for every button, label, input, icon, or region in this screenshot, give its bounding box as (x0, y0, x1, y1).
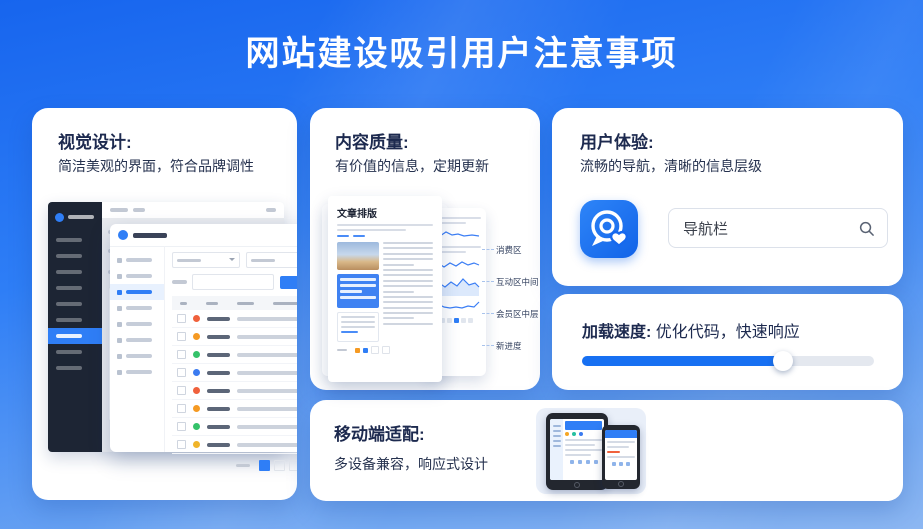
mock-table (172, 310, 297, 454)
ux-desc: 流畅的导航，清晰的信息层级 (580, 158, 762, 174)
mock-sidebar-dark (48, 202, 102, 452)
card-loading-speed: 加载速度: 优化代码，快速响应 (552, 294, 903, 390)
label-connector (482, 345, 494, 346)
slider-fill (582, 356, 784, 366)
app-icon (580, 200, 638, 258)
mock-logo-icon (118, 230, 128, 240)
phone-home-button (618, 481, 624, 487)
label-connector (482, 313, 494, 314)
card-content-quality: 内容质量: 有价值的信息，定期更新 消费区 互动区中间 (310, 108, 540, 390)
mock-logo (48, 210, 102, 224)
doc-text-col (383, 242, 433, 342)
label-connector (482, 281, 494, 282)
phone-screen (605, 430, 637, 480)
content-desc: 有价值的信息，定期更新 (335, 158, 489, 174)
card-visual-design: 视觉设计: 简洁美观的界面，符合品牌调性 (32, 108, 297, 500)
ux-heading: 用户体验: (580, 133, 654, 152)
content-heading: 内容质量: (335, 133, 409, 152)
page-title: 网站建设吸引用户注意事项 (245, 35, 678, 73)
tablet-home-button (574, 482, 580, 488)
chat-bubble-heart-icon (591, 210, 629, 248)
back-sidebar-menu (48, 232, 102, 376)
speed-text: 加载速度: 优化代码，快速响应 (582, 318, 800, 342)
list-thumb (337, 312, 379, 342)
card-user-experience: 用户体验: 流畅的导航，清晰的信息层级 (552, 108, 903, 286)
mock-pager-dots (431, 318, 481, 323)
speed-desc: 优化代码，快速响应 (655, 324, 800, 341)
search-input[interactable] (681, 218, 858, 238)
mock-pagination (172, 460, 297, 471)
chart-label-4: 新进度 (496, 341, 522, 351)
speed-heading: 加载速度: (582, 324, 652, 341)
tablet-screen (563, 419, 604, 480)
mock-main-front (164, 246, 297, 471)
speed-slider[interactable] (582, 351, 874, 371)
chart-label-3: 会员区中层 (496, 309, 539, 319)
front-sidebar-menu (110, 246, 165, 452)
slider-thumb[interactable] (773, 351, 794, 371)
mock-search-button (280, 275, 297, 289)
document-mockup: 文章排版 (328, 196, 442, 382)
phone-mockup (602, 425, 640, 489)
devices-illustration (536, 408, 646, 494)
visual-heading: 视觉设计: (58, 133, 132, 152)
dashboard-mockup-front (110, 224, 297, 471)
article-photo-thumb (337, 242, 379, 270)
document-title: 文章排版 (337, 209, 377, 220)
label-connector (482, 249, 494, 250)
search-icon[interactable] (858, 220, 875, 237)
mock-header (110, 224, 297, 247)
doc-pagination (337, 346, 433, 354)
login-form-thumb (337, 274, 379, 308)
visual-desc: 简洁美观的界面，符合品牌调性 (58, 158, 254, 174)
tablet-sidebar (550, 419, 563, 480)
chart-label-1: 消费区 (496, 245, 522, 255)
mock-links (337, 235, 433, 237)
mobile-desc: 多设备兼容，响应式设计 (334, 456, 488, 472)
mobile-heading: 移动端适配: (334, 425, 425, 444)
chart-label-2: 互动区中间 (496, 277, 539, 287)
search-box[interactable] (668, 208, 888, 248)
card-mobile-adaptation: 移动端适配: 多设备兼容，响应式设计 (310, 400, 903, 501)
tablet-mockup (546, 413, 608, 490)
